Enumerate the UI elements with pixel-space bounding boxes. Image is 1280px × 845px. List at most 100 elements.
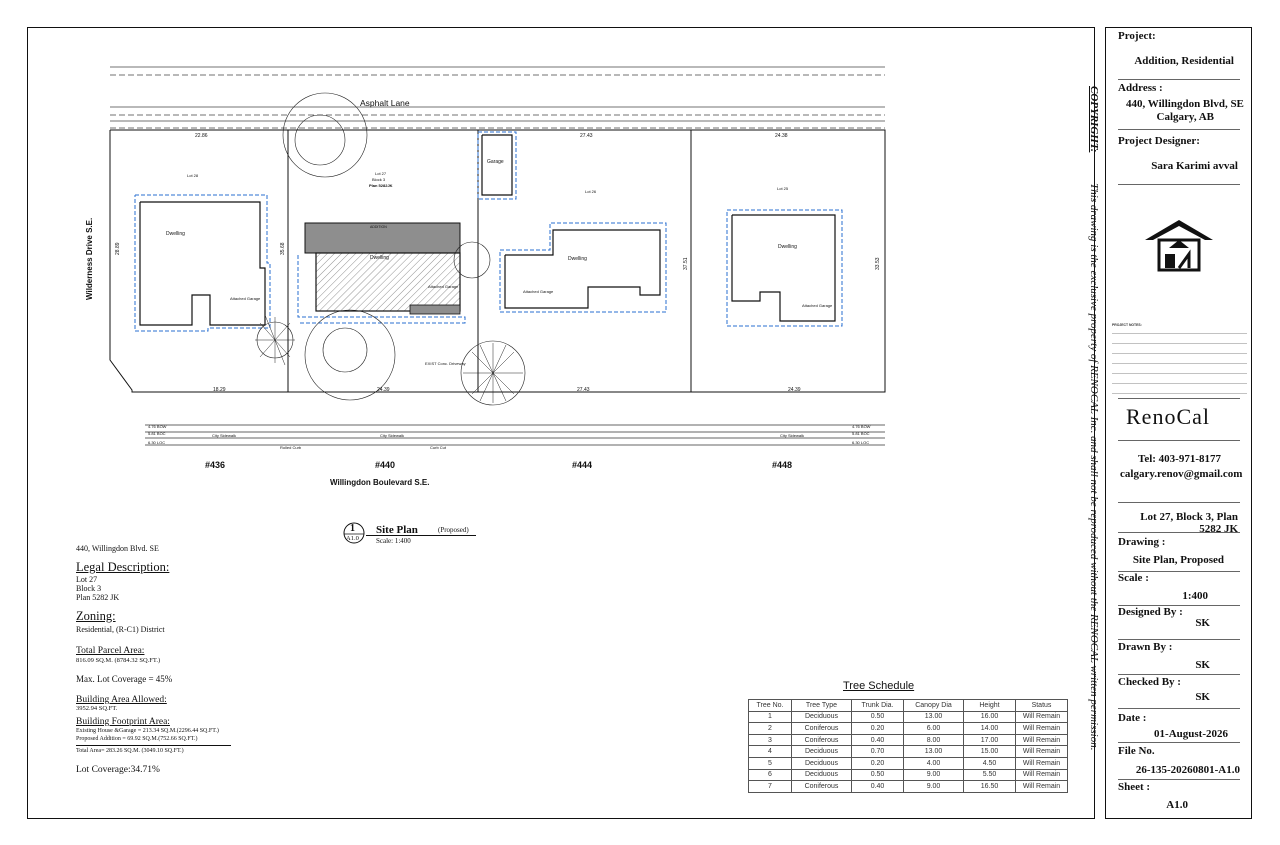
project-label: Project: <box>1118 30 1156 42</box>
lot-width: 18.29 <box>213 387 226 393</box>
subject-dwelling <box>304 222 461 315</box>
street-label: 6.30 LOC <box>852 440 869 445</box>
building-label: Attached Garage <box>230 296 261 301</box>
lot-width: 24.39 <box>788 387 801 393</box>
table-cell: Deciduous <box>791 745 852 758</box>
proposed-area: Proposed Addition = 69.92 SQ.M.(752.66 S… <box>76 736 198 742</box>
lot-label: Lot 27 <box>375 171 387 176</box>
table-cell: Will Remain <box>1015 756 1068 770</box>
designer-label: Project Designer: <box>1118 135 1200 147</box>
table-cell: 3 <box>748 733 792 747</box>
street-label: Rolled Curb <box>280 445 302 450</box>
legal-heading: Legal Description: <box>76 560 170 574</box>
table-cell: 0.20 <box>851 722 904 735</box>
divider <box>1118 440 1240 441</box>
divider <box>1118 184 1240 185</box>
lot-label: Lot 25 <box>777 186 789 191</box>
table-cell: 14.00 <box>963 722 1016 735</box>
building-label: Dwelling <box>370 255 389 261</box>
table-cell: 4.00 <box>903 756 964 770</box>
conifer-spikes <box>255 314 523 403</box>
building-label: Garage <box>487 159 504 165</box>
view-title-underline <box>366 535 476 536</box>
scale-label: Scale : <box>1118 572 1149 584</box>
table-cell: Will Remain <box>1015 733 1068 747</box>
drawn-by-label: Drawn By : <box>1118 641 1173 653</box>
street-label: 6.30 LOC <box>148 440 165 445</box>
table-cell: Will Remain <box>1015 780 1068 793</box>
divider <box>1118 502 1240 503</box>
table-cell: Deciduous <box>791 756 852 770</box>
lot-depth: 33.53 <box>875 257 881 270</box>
drawing-value: Site Plan, Proposed <box>1132 554 1224 566</box>
scale-value: 1:400 <box>1182 590 1208 602</box>
lot-width: 27.43 <box>580 133 593 139</box>
divider <box>1118 79 1240 80</box>
allowed-heading: Building Area Allowed: <box>76 695 167 705</box>
sheet-value: A1.0 <box>1166 799 1188 811</box>
table-cell: Will Remain <box>1015 768 1068 782</box>
lot-depth: 35.68 <box>280 242 286 255</box>
designer-value: Sara Karimi avval <box>1151 160 1238 172</box>
column-header: Status <box>1015 699 1068 712</box>
divider <box>1118 779 1240 780</box>
street-label: City Sidewalk <box>380 433 404 438</box>
column-header: Height <box>963 699 1016 712</box>
street-label: City Sidewalk <box>780 433 804 438</box>
designed-by-value: SK <box>1195 617 1210 629</box>
house-number-444: #444 <box>572 460 592 470</box>
street-lines <box>145 424 885 446</box>
table-cell: 9.00 <box>903 768 964 782</box>
table-cell: 6 <box>748 768 792 782</box>
table-cell: 0.40 <box>851 780 904 793</box>
table-cell: Deciduous <box>791 768 852 782</box>
legal-lot: Lot 27 <box>76 575 98 584</box>
street-label: 4.76 BOW <box>148 424 167 429</box>
company-tel: Tel: 403-971-8177 <box>1138 453 1222 465</box>
street-label: City Sidewalk <box>212 433 236 438</box>
lot-depth: 28.89 <box>115 242 121 255</box>
building-label: Attached Garage <box>802 303 833 308</box>
table-cell: 17.00 <box>963 733 1016 747</box>
table-cell: Will Remain <box>1015 710 1068 724</box>
lot-width: 27.43 <box>577 387 590 393</box>
total-area: Total Area= 283.26 SQ.M. (3049.10 SQ.FT.… <box>76 748 184 754</box>
lane-lines <box>110 66 885 129</box>
legal-block: Block 3 <box>76 584 102 593</box>
table-cell: 13.00 <box>903 745 964 758</box>
street-left-label: Wilderness Drive S.E. <box>85 218 94 300</box>
company-name: RenoCal <box>1126 404 1210 429</box>
drawing-frame <box>27 27 1095 819</box>
table-cell: 1 <box>748 710 792 724</box>
designed-by-label: Designed By : <box>1118 606 1183 618</box>
project-value: Addition, Residential <box>1134 55 1234 67</box>
table-cell: 16.00 <box>963 710 1016 724</box>
zoning-heading: Zoning: <box>76 609 116 623</box>
lot-width: 24.38 <box>775 133 788 139</box>
table-cell: 5 <box>748 756 792 770</box>
table-header-row: Tree No. Tree Type Trunk Dia. Canopy Dia… <box>748 699 1068 712</box>
table-cell: 6.00 <box>903 722 964 735</box>
lot-boundaries <box>109 129 886 393</box>
tree-schedule-title: Tree Schedule <box>843 680 915 692</box>
building-label: Dwelling <box>778 244 797 250</box>
building-label: Attached Garage <box>428 284 459 289</box>
sheet-label: Sheet : <box>1118 781 1151 793</box>
lot-plan-label: Plan 5282JK <box>369 183 393 188</box>
checked-by-value: SK <box>1195 691 1210 703</box>
address-line1: 440, Willingdon Blvd, SE <box>1126 98 1244 110</box>
divider <box>1118 129 1240 130</box>
zoning-value: Residential, (R-C1) District <box>76 625 165 634</box>
view-title: Site Plan <box>376 524 418 536</box>
max-coverage: Max. Lot Coverage = 45% <box>76 674 173 684</box>
table-cell: Coniferous <box>791 780 852 793</box>
table-cell: 15.00 <box>963 745 1016 758</box>
building-label: Dwelling <box>568 256 587 262</box>
divider <box>1118 571 1240 572</box>
lot-width: 22.86 <box>195 133 208 139</box>
divider <box>1118 674 1240 675</box>
table-cell: Coniferous <box>791 722 852 735</box>
